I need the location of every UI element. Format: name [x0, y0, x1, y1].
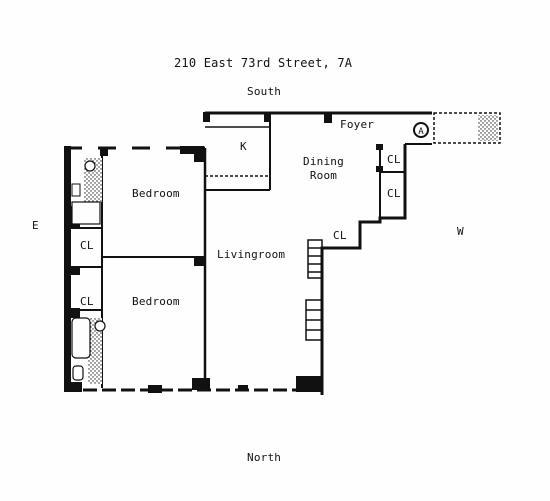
vestibule	[433, 112, 501, 144]
east-wall	[64, 146, 71, 392]
west-wall	[320, 144, 407, 395]
bathrooms	[71, 158, 106, 384]
room-bedroom-top: Bedroom	[132, 187, 180, 200]
marker-a: A	[413, 122, 429, 138]
direction-west: W	[457, 225, 464, 238]
closet-dining-2: CL	[387, 187, 401, 200]
closet-east-upper: CL	[80, 239, 94, 252]
room-living: Livingroom	[217, 248, 286, 261]
direction-south: South	[247, 85, 282, 98]
plan-title: 210 East 73rd Street, 7A	[174, 56, 353, 70]
svg-text:A: A	[418, 127, 424, 137]
interior-walls	[70, 112, 332, 392]
closet-east-lower: CL	[80, 295, 94, 308]
direction-east: E	[32, 219, 39, 232]
room-kitchen: K	[240, 140, 247, 153]
room-foyer: Foyer	[340, 118, 375, 131]
outer-walls	[64, 111, 501, 395]
stairs	[305, 239, 323, 341]
room-bedroom-bottom: Bedroom	[132, 295, 180, 308]
room-dining: Dining Room	[303, 155, 344, 182]
closet-living: CL	[333, 229, 347, 242]
direction-north: North	[247, 451, 282, 464]
closet-dining-1: CL	[387, 153, 401, 166]
windows-north	[148, 385, 248, 393]
